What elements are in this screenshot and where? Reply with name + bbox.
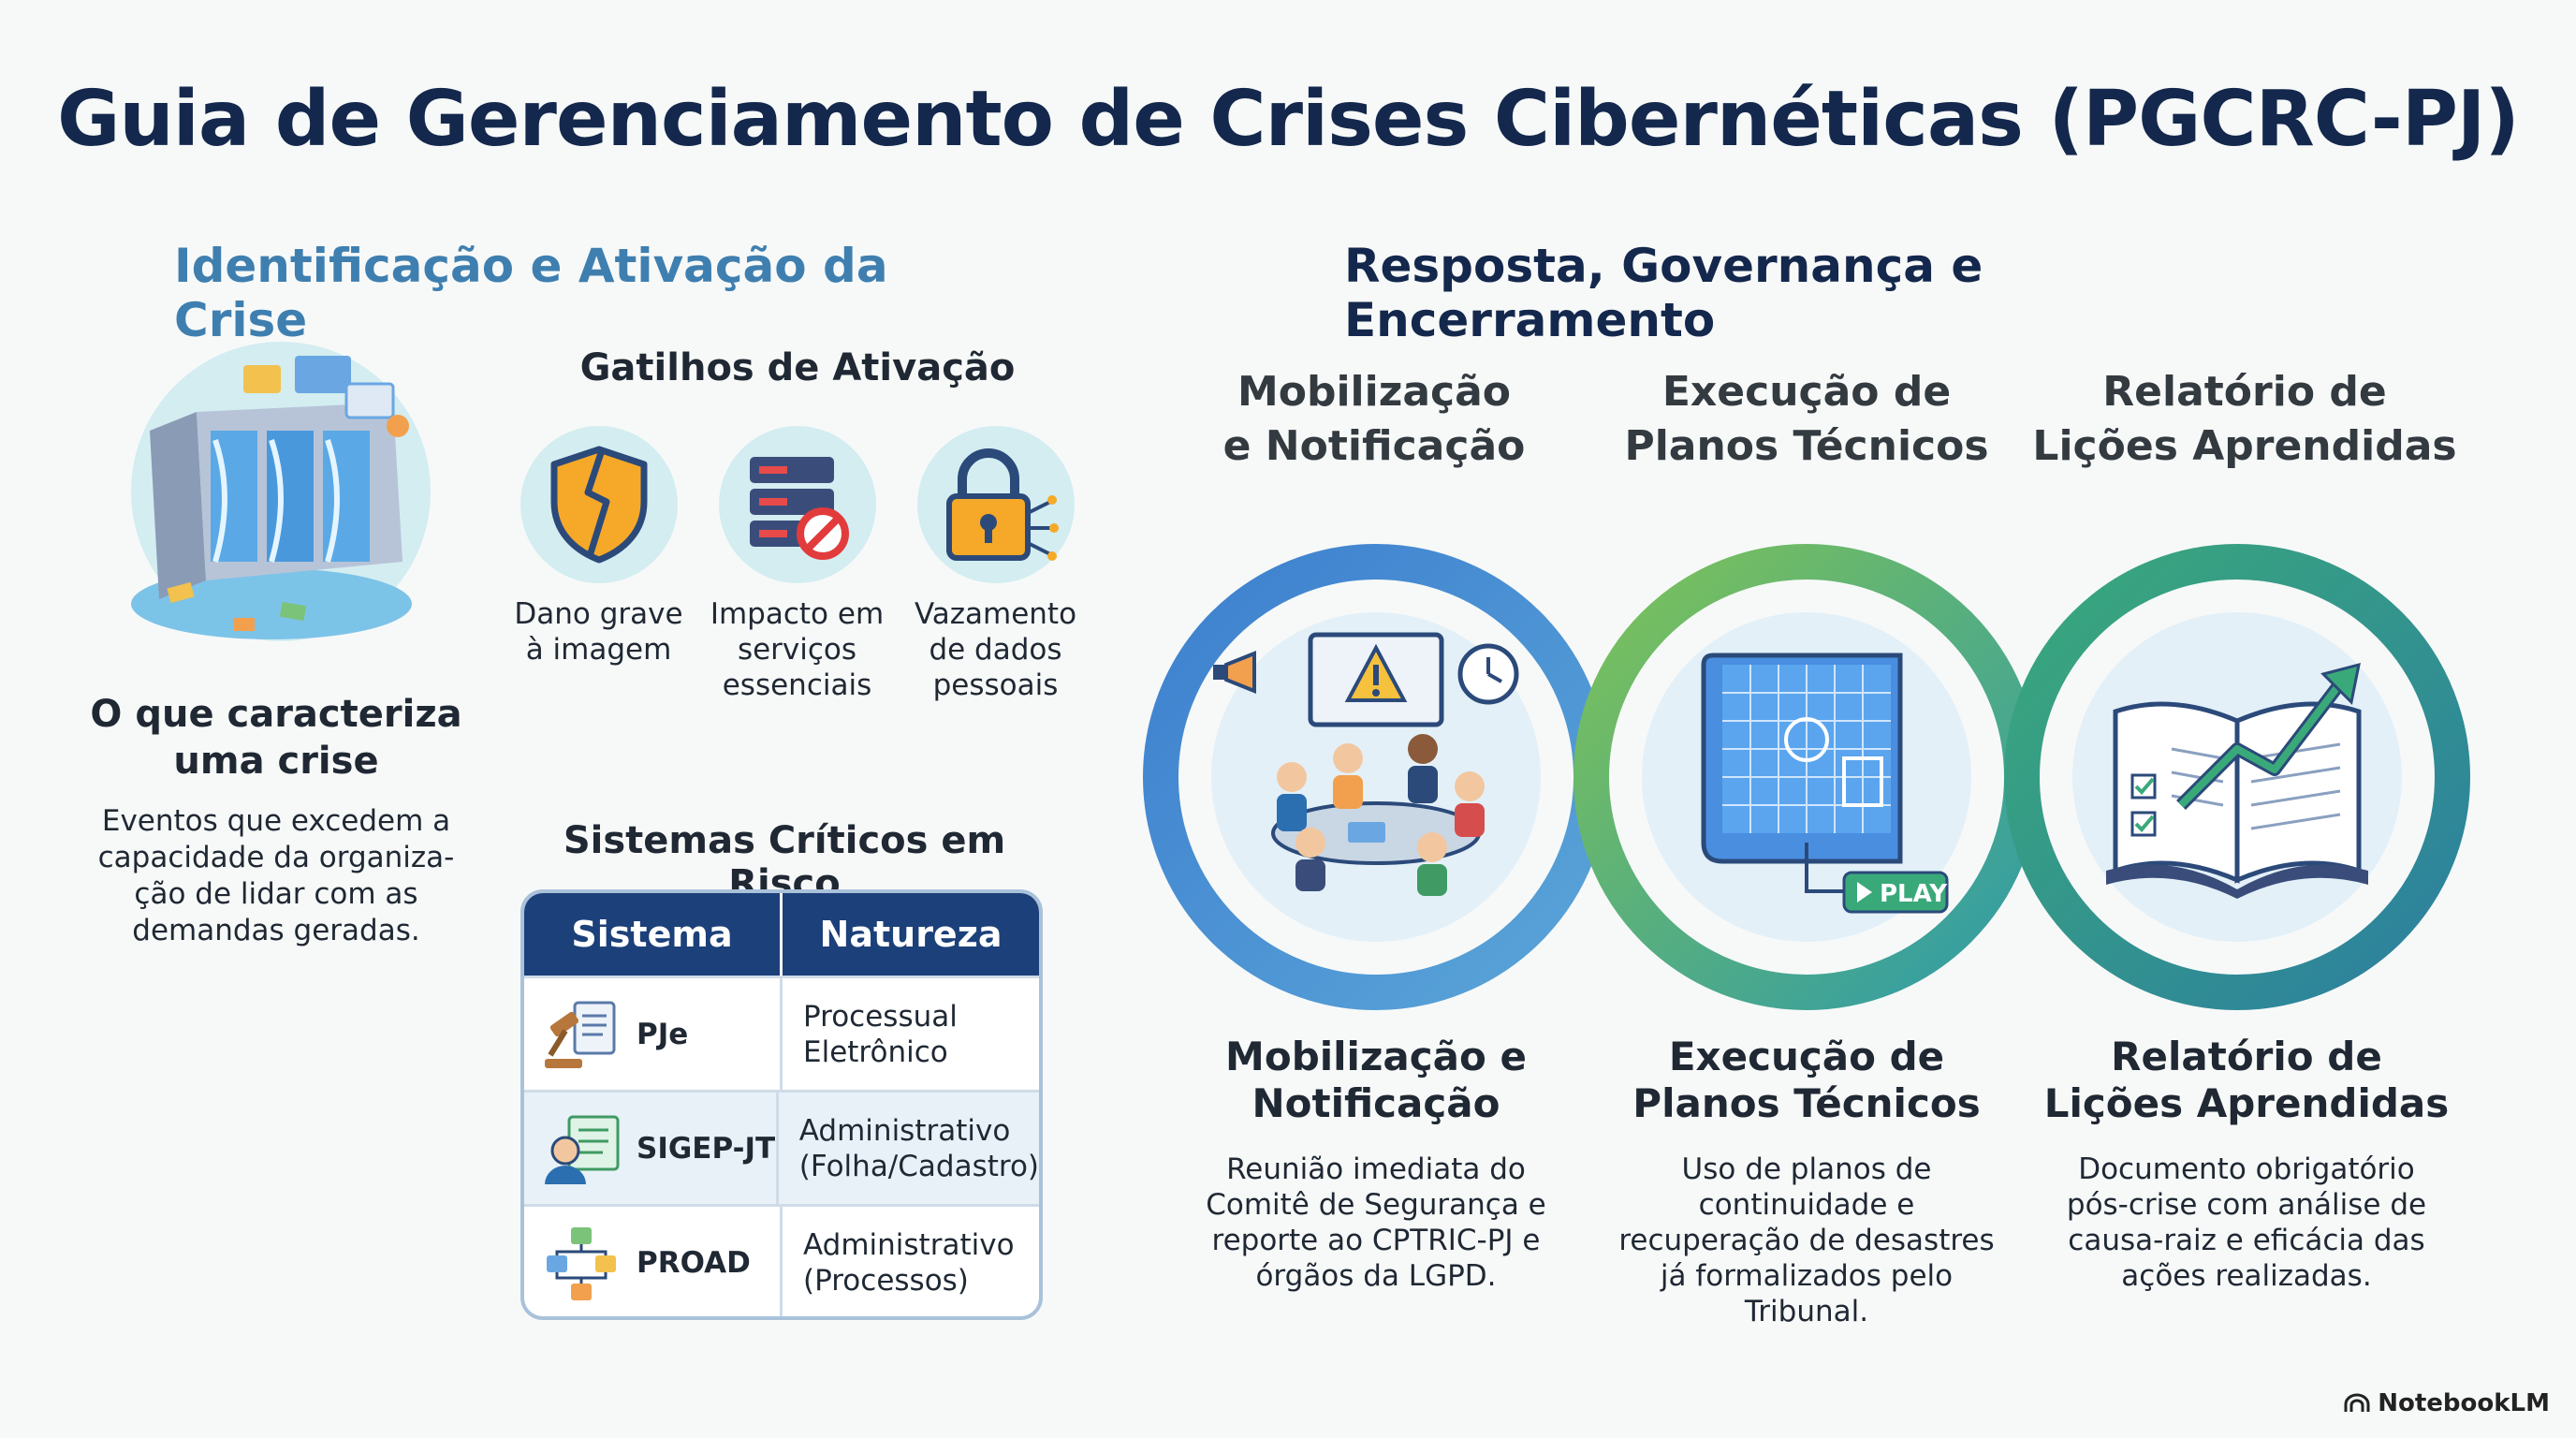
column-header-system: Sistema (524, 893, 783, 976)
system-nature: Administrativo (Processos) (803, 1227, 1015, 1298)
flooding-dam-icon (131, 342, 431, 641)
user-record-icon (545, 1115, 620, 1184)
notebooklm-brand: NotebookLM (2344, 1389, 2550, 1417)
server-blocked-icon (749, 457, 849, 560)
phase-mobilization-desc: Reunião imediata do Comitê de Segurança … (1206, 1152, 1546, 1293)
phase-lessons-desc: Documento obrigatório pós-crise com anál… (2066, 1152, 2427, 1293)
trigger-service-impact: Impacto em serviços essenciais (696, 426, 898, 703)
team-meeting-icon (1213, 632, 1519, 896)
critical-systems-table: Sistema Natureza PJe Processual Eletrôni… (520, 889, 1043, 1320)
blueprint-play-icon: PLAY (1701, 653, 1949, 914)
workflow-icon (547, 1226, 616, 1300)
phase-execution-header: Execução de Planos Técnicos (1624, 368, 1989, 470)
left-section-heading: Identificação e Ativação da Crise (174, 239, 888, 347)
system-nature: Administrativo (Folha/Cadastro) (798, 1113, 1039, 1183)
system-name: PJe (637, 1017, 689, 1051)
phase-lessons-title: Relatório de Lições Aprendidas (2043, 1034, 2450, 1126)
system-nature: Processual Eletrônico (803, 999, 958, 1069)
column-header-nature: Natureza (819, 914, 1003, 955)
ring-mobilization (1143, 544, 1609, 1010)
system-name: PROAD (637, 1245, 751, 1280)
phase-lessons-header: Relatório de Lições Aprendidas (2032, 368, 2457, 470)
play-label: PLAY (1880, 880, 1948, 908)
gavel-document-icon (545, 1001, 616, 1068)
notebooklm-logo-icon (2344, 1393, 2370, 1412)
phase-rings-diagram: PLAY (1143, 544, 2470, 1010)
trigger-reputation-damage: Dano grave à imagem (498, 426, 699, 668)
trigger-data-leak: Vazamento de dados pessoais (895, 426, 1096, 703)
open-book-growth-icon (2106, 662, 2368, 899)
phase-execution-desc: Uso de planos de continuidade e recupera… (1618, 1152, 1995, 1328)
table-row: PROAD Administrativo (Processos) (524, 1204, 1039, 1316)
phase-mobilization-title: Mobilização e Notificação (1225, 1034, 1527, 1126)
triggers-title: Gatilhos de Ativação (579, 346, 1016, 389)
table-row: PJe Processual Eletrônico (524, 976, 1039, 1090)
phase-execution-title: Execução de Planos Técnicos (1632, 1034, 1981, 1126)
right-section-heading: Resposta, Governança e Encerramento (1344, 239, 1983, 347)
broken-shield-icon (550, 446, 647, 564)
crisis-definition-text: Eventos que excedem a capacidade da orga… (97, 804, 455, 947)
phase-mobilization-header: Mobilização e Notificação (1222, 368, 1526, 470)
crisis-definition-title: O que caracteriza uma crise (90, 693, 462, 783)
table-row: SIGEP-JT Administrativo (Folha/Cadastro) (524, 1090, 1039, 1204)
padlock-icon (945, 448, 1059, 561)
page-title: Guia de Gerenciamento de Crises Cibernét… (57, 75, 2520, 164)
system-name: SIGEP-JT (637, 1131, 776, 1166)
table-header: Sistema Natureza (524, 893, 1039, 976)
